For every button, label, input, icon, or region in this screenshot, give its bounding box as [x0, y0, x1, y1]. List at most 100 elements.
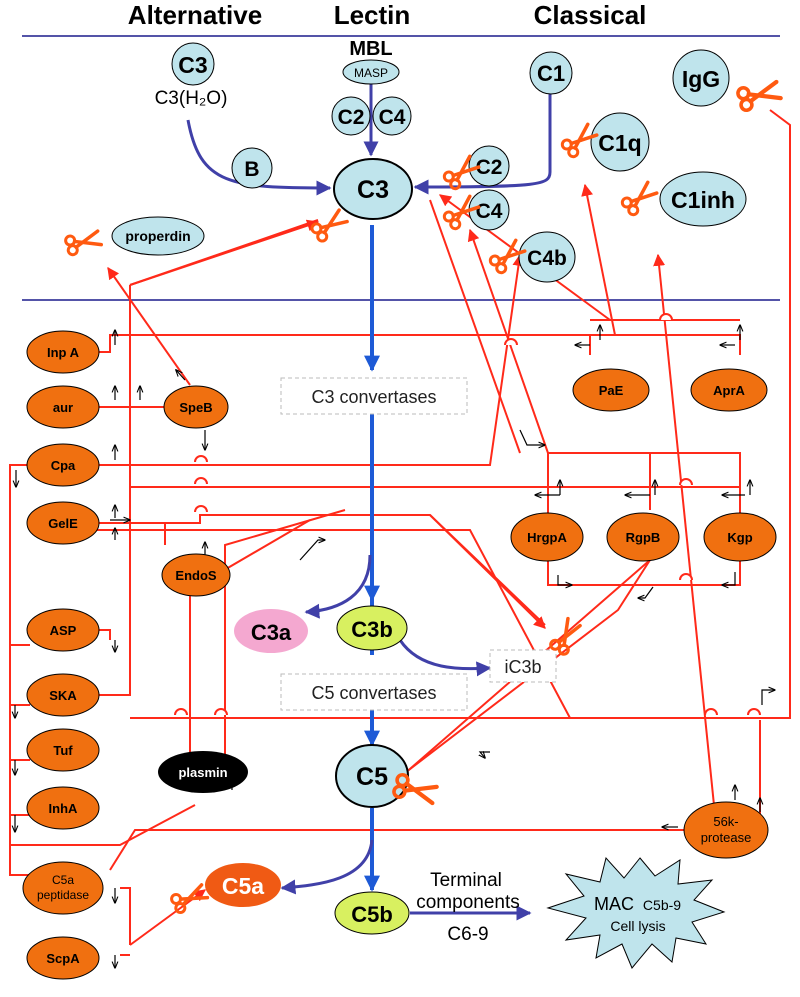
c5a-node: [205, 863, 281, 907]
igg-node: [672, 49, 730, 107]
c2-classical-label: C2: [476, 156, 503, 179]
c3-convertases-label: C3 convertases: [311, 387, 436, 407]
asp-node: [26, 608, 100, 652]
pae-node: [572, 368, 650, 412]
c4-classical-label: C4: [476, 200, 503, 223]
ska-node: [26, 673, 100, 717]
properdin-label: properdin: [125, 228, 190, 244]
c1-node: [529, 51, 573, 95]
protease-nodes: Inp A aur SpeB Cpa GelE EndoS ASP SKA Tu…: [22, 330, 777, 980]
asp-label: ASP: [50, 623, 77, 638]
aur-node: [26, 385, 100, 429]
protease-56k-node: [683, 801, 769, 859]
c5a-peptidase-line1: C5a: [52, 873, 74, 887]
endos-label: EndoS: [175, 568, 216, 583]
c4b-node: [518, 231, 576, 283]
scissor-icon-c5a: [168, 880, 211, 916]
aur-label: aur: [53, 400, 73, 415]
pae-label: PaE: [599, 383, 624, 398]
tuf-label: Tuf: [53, 743, 73, 758]
kgp-label: Kgp: [727, 530, 752, 545]
inpa-label: Inp A: [47, 345, 80, 360]
c5b-node: [334, 891, 410, 935]
protease-56k-line2: protease: [701, 830, 752, 845]
mac-line2: Cell lysis: [610, 918, 665, 934]
c5a-peptidase-line2: peptidase: [37, 888, 89, 902]
c3-h2o-label: C3(H₂O): [155, 88, 228, 109]
speb-node: [163, 385, 229, 429]
c5-convertases-box: [280, 673, 468, 711]
c3-convertases-box: [280, 377, 468, 415]
tuf-node: [26, 728, 100, 772]
header-lectin: Lectin: [334, 0, 411, 30]
apra-label: AprA: [713, 383, 745, 398]
header-classical: Classical: [534, 0, 647, 30]
c1q-node: [590, 112, 650, 172]
c3b-label: C3b: [351, 617, 393, 642]
gele-node: [26, 501, 100, 545]
c5-label: C5: [356, 763, 388, 791]
c1inh-label: C1inh: [671, 187, 735, 213]
c4-lectin-label: C4: [379, 106, 406, 129]
mac-line1: MAC: [594, 894, 634, 914]
hrgpa-label: HrgpA: [527, 530, 567, 545]
scissor-icon-c3: [308, 206, 351, 245]
scissor-icon-properdin: [62, 226, 104, 258]
apra-node: [690, 368, 768, 412]
scpa-node: [26, 936, 100, 980]
terminal-line2: components: [416, 892, 520, 913]
rgpb-label: RgpB: [626, 530, 661, 545]
mbl-label: MBL: [349, 38, 392, 60]
kgp-node: [703, 512, 777, 562]
c5b-label: C5b: [351, 902, 393, 927]
c2-lectin-label: C2: [338, 106, 365, 129]
mac-starburst: [546, 856, 726, 969]
c4-lectin-node: [372, 96, 412, 136]
c1inh-node: [659, 171, 747, 227]
terminal-line3: C6-9: [447, 924, 488, 945]
line-crossings: [174, 313, 761, 716]
speb-label: SpeB: [179, 400, 212, 415]
inpa-node: [26, 330, 100, 374]
b-label: B: [244, 158, 259, 181]
c5-convertases-label: C5 convertases: [311, 683, 436, 703]
c5a-label: C5a: [222, 873, 264, 899]
scissor-icon-igg: [737, 79, 782, 111]
c2-lectin-node: [331, 96, 371, 136]
protease-network: [9, 109, 791, 956]
b-node: [231, 147, 273, 189]
c3-central-node: [333, 158, 413, 220]
ic3b-label: iC3b: [504, 657, 541, 677]
c3a-node: [234, 609, 308, 653]
endos-node: [161, 553, 231, 597]
c3b-node: [336, 605, 408, 651]
ska-label: SKA: [49, 688, 77, 703]
scpa-label: ScpA: [46, 951, 80, 966]
masp-label: MASP: [354, 66, 388, 80]
scissor-icon-c1inh: [618, 178, 661, 219]
c3-top-node: [171, 42, 215, 86]
protease-56k-line1: 56k-: [713, 814, 738, 829]
complement-components: C3 C3(H₂O) MBL MASP C2 C4 C1 IgG B C3 C2…: [111, 38, 747, 283]
masp-node: [342, 59, 400, 85]
direction-marks: [15, 325, 775, 968]
igg-label: IgG: [682, 66, 720, 92]
gele-label: GelE: [48, 516, 78, 531]
hrgpa-node: [510, 512, 584, 562]
plasmin-label: plasmin: [178, 765, 227, 780]
c4b-label: C4b: [527, 247, 567, 270]
cpa-label: Cpa: [51, 458, 76, 473]
terminal-line1: Terminal: [430, 870, 502, 891]
c5a-peptidase-node: [22, 861, 104, 915]
header-alternative: Alternative: [128, 0, 262, 30]
plasmin-node: [158, 751, 248, 793]
properdin-node: [111, 216, 205, 256]
c3a-label: C3a: [251, 620, 292, 645]
c3-central-label: C3: [357, 176, 389, 204]
rgpb-node: [606, 512, 680, 562]
cpa-node: [26, 443, 100, 487]
ic3b-box: [489, 649, 557, 683]
inha-label: InhA: [49, 801, 78, 816]
c1-label: C1: [537, 61, 565, 86]
